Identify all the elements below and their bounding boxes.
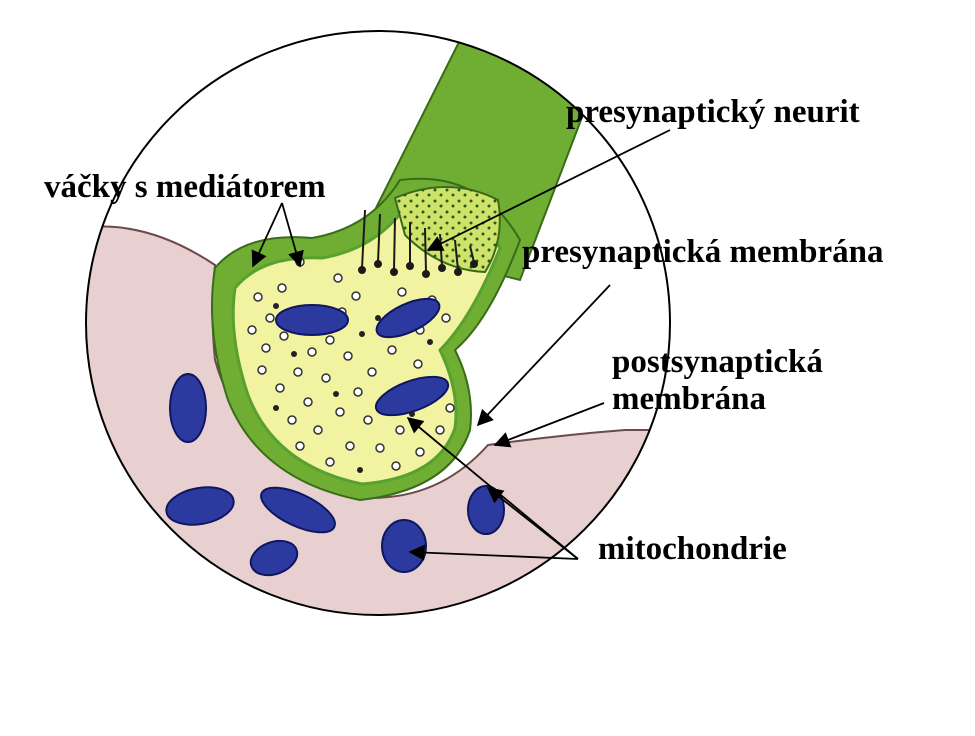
mitochondria-pointer-3 [408, 544, 579, 561]
pointer-lines [251, 129, 671, 561]
mitochondrion [165, 486, 235, 526]
mitochondria-pointer-2 [486, 486, 579, 560]
label-vesicles: váčky s mediátorem [44, 169, 326, 205]
magnification-circle [85, 30, 671, 616]
vesicles-pointer-1 [251, 202, 283, 268]
mitochondrion [375, 297, 441, 339]
release-filaments [358, 209, 478, 278]
postsynaptic-mitochondria [165, 373, 505, 577]
label-postsynaptic-membrane-line2: membrána [612, 381, 766, 417]
bouton-mitochondria [275, 297, 450, 417]
mitochondrion [275, 304, 349, 336]
presynaptic-neurite-pointer [426, 129, 671, 251]
label-presynaptic-neurite: presynaptický neurit [566, 94, 860, 130]
presynaptic-membrane-pointer [476, 284, 611, 427]
mitochondrion [249, 539, 299, 577]
postsynaptic-membrane-pointer [493, 402, 605, 448]
label-mitochondria: mitochondrie [598, 531, 787, 567]
mitochondrion [374, 375, 450, 417]
label-postsynaptic-membrane: postsynaptická membrána [612, 344, 823, 418]
mitochondrion [169, 373, 207, 443]
label-presynaptic-membrane: presynaptická membrána [522, 234, 884, 270]
mitochondrion [260, 486, 336, 534]
vesicles-pointer-2 [281, 202, 304, 268]
mitochondrion [381, 519, 427, 573]
presynaptic-bouton [231, 198, 502, 486]
label-postsynaptic-membrane-line1: postsynaptická [612, 344, 823, 380]
